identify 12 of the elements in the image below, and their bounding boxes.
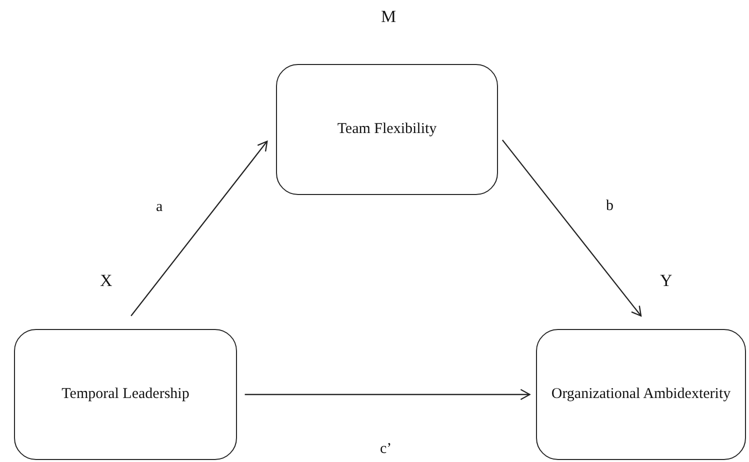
arrow (502, 140, 642, 316)
box-label: Temporal Leadership (62, 384, 190, 404)
variable-letter: M (381, 8, 396, 25)
arrow (244, 388, 530, 400)
box-label: Team Flexibility (337, 120, 437, 139)
box-label: Organizational Ambidexterity (551, 384, 731, 404)
variable-box (276, 64, 498, 195)
arrow (130, 140, 268, 316)
variable-letter: X (100, 272, 112, 289)
variable-box (536, 329, 746, 460)
variable-letter: Y (660, 272, 672, 289)
variable-box (14, 329, 237, 460)
